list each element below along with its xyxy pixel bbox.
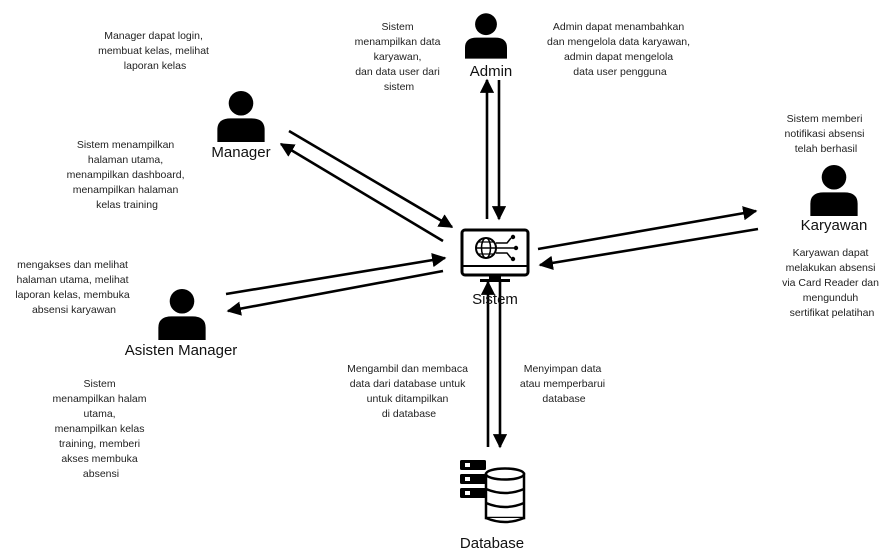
database-icon — [460, 460, 526, 524]
note-line: halaman utama, melihat — [17, 274, 129, 286]
note-line: Sistem memberi — [787, 113, 863, 125]
note-line: sertifikat pelatihan — [790, 307, 875, 319]
note-database-to-sistem: Mengambil dan membaca data dari database… — [347, 363, 471, 420]
note-line: membuat kelas, melihat — [98, 45, 209, 57]
note-line: dan data user dari — [355, 66, 440, 78]
admin-node: Admin — [465, 13, 512, 80]
note-line: data dari database untuk — [350, 378, 466, 390]
database-label: Database — [460, 535, 524, 551]
note-line: kelas training — [96, 199, 158, 211]
note-line: data user pengguna — [573, 66, 667, 78]
asisten-manager-icon — [158, 288, 206, 340]
note-line: laporan kelas, membuka — [15, 289, 130, 301]
manager-icon — [217, 90, 265, 142]
arrow-manager-to-sistem — [288, 129, 454, 229]
note-line: untuk ditampilkan — [367, 393, 449, 405]
note-line: menampilkan kelas — [55, 423, 145, 435]
note-line: training, memberi — [59, 438, 140, 450]
karyawan-icon — [810, 164, 858, 216]
note-line: Sistem — [381, 21, 413, 33]
note-line: sistem — [384, 81, 415, 93]
note-line: database — [542, 393, 585, 405]
note-line: atau memperbarui — [520, 378, 605, 390]
note-line: telah berhasil — [795, 143, 857, 155]
karyawan-label: Karyawan — [801, 217, 868, 234]
note-admin-to-sistem: Admin dapat menambahkan dan mengelola da… — [547, 21, 693, 78]
note-line: mengunduh — [803, 292, 859, 304]
note-sistem-to-database: Menyimpan data atau memperbarui database — [520, 363, 608, 405]
admin-icon — [465, 13, 507, 59]
note-line: Admin dapat menambahkan — [553, 21, 684, 33]
asisten-manager-label: Asisten Manager — [125, 342, 238, 359]
note-line: menampilkan data — [355, 36, 441, 48]
note-karyawan-to-sistem: Karyawan dapat melakukan absensi via Car… — [782, 247, 882, 319]
arrows — [225, 78, 759, 449]
note-line: melakukan absensi — [786, 262, 876, 274]
note-manager-to-sistem: Manager dapat login, membuat kelas, meli… — [98, 30, 212, 72]
note-line: di database — [382, 408, 436, 420]
sistem-node: Sistem — [460, 228, 530, 308]
note-line: Manager dapat login, — [104, 30, 203, 42]
note-line: mengakses dan melihat — [17, 259, 128, 271]
note-line: Sistem — [83, 378, 115, 390]
note-line: notifikasi absensi — [785, 128, 865, 140]
note-line: Sistem menampilkan — [77, 139, 175, 151]
database-node: Database — [460, 460, 526, 551]
arrow-sistem-to-karyawan — [537, 206, 758, 251]
note-sistem-to-asisten: Sistem menampilkan halam utama, menampil… — [53, 378, 150, 480]
manager-label: Manager — [211, 144, 270, 161]
note-sistem-to-karyawan: Sistem memberi notifikasi absensi telah … — [785, 113, 868, 155]
arrow-karyawan-to-sistem — [538, 227, 759, 270]
note-line: menampilkan halam — [53, 393, 147, 405]
note-line: akses membuka — [61, 453, 138, 465]
note-line: absensi — [83, 468, 119, 480]
note-line: utama, — [83, 408, 115, 420]
karyawan-node: Karyawan — [801, 164, 868, 234]
note-asisten-to-sistem: mengakses dan melihat halaman utama, mel… — [15, 259, 132, 316]
note-line: via Card Reader dan — [782, 277, 879, 289]
note-sistem-to-manager: Sistem menampilkan halaman utama, menamp… — [67, 139, 188, 211]
note-line: menampilkan halaman — [73, 184, 179, 196]
note-line: laporan kelas — [124, 60, 186, 72]
arrow-asisten-to-sistem — [225, 253, 447, 296]
note-line: menampilkan dashboard, — [67, 169, 185, 181]
note-line: admin dapat mengelola — [564, 51, 673, 63]
note-line: absensi karyawan — [32, 304, 116, 316]
asisten-manager-node: Asisten Manager — [125, 288, 238, 359]
note-line: Karyawan dapat — [793, 247, 869, 259]
note-line: dan mengelola data karyawan, — [547, 36, 690, 48]
note-line: halaman utama, — [88, 154, 163, 166]
admin-label: Admin — [470, 63, 513, 80]
note-line: Menyimpan data — [524, 363, 602, 375]
arrow-sistem-to-asisten — [226, 269, 444, 316]
arrow-sistem-to-manager — [279, 142, 444, 243]
note-sistem-to-admin: Sistem menampilkan data karyawan, dan da… — [355, 21, 444, 93]
sistem-label: Sistem — [472, 291, 518, 308]
note-line: karyawan, — [374, 51, 422, 63]
manager-node: Manager — [211, 90, 271, 161]
note-line: Mengambil dan membaca — [347, 363, 468, 375]
monitor-icon — [460, 228, 530, 282]
